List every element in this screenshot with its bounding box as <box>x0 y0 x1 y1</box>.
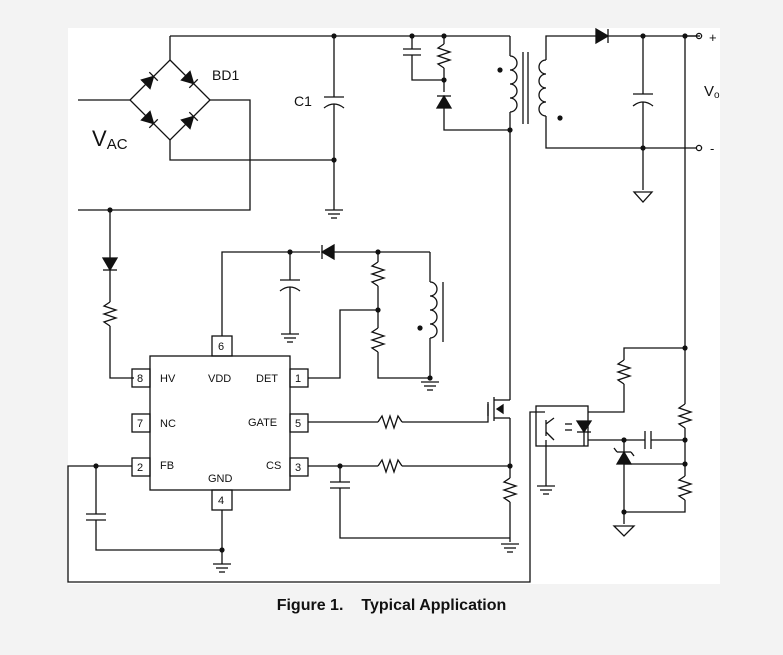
current-sense-network <box>308 457 520 553</box>
pin-7-number: 7 <box>137 418 143 430</box>
output-plus-label: + <box>709 30 717 45</box>
bd1-label: BD1 <box>212 67 239 83</box>
pin-1-name: DET <box>256 373 278 385</box>
pin-6-name: VDD <box>208 373 231 385</box>
pin-4-number: 4 <box>218 495 224 507</box>
pin-7-name: NC <box>160 418 176 430</box>
vac-main: V <box>92 126 107 151</box>
flyback-transformer <box>509 35 700 388</box>
figure-title: Typical Application <box>361 597 507 614</box>
pin-8-number: 8 <box>137 373 143 385</box>
bridge-rectifier-bd1 <box>129 59 211 141</box>
figure-number: Figure 1. <box>276 597 344 614</box>
gate-drive-and-mosfet <box>308 388 511 478</box>
pin-2-number: 2 <box>137 462 143 474</box>
c1-label: C1 <box>294 93 312 109</box>
pin-3-number: 3 <box>295 462 301 474</box>
vo-label: Vo <box>704 83 720 101</box>
junction-dots <box>93 33 688 553</box>
pin-8-name: HV <box>160 373 176 385</box>
pin-2-name: FB <box>160 460 174 472</box>
figure-caption: Figure 1. Typical Application <box>0 597 783 615</box>
pin-3-name: CS <box>266 460 281 472</box>
pin-6-number: 6 <box>218 341 224 353</box>
pin-5-number: 5 <box>295 418 301 430</box>
output-minus-label: - <box>710 141 714 156</box>
vo-subscript: o <box>714 90 720 101</box>
capacitor-c1 <box>323 36 345 219</box>
vdd-supply-network <box>221 243 444 391</box>
vo-main: V <box>704 83 714 100</box>
pin-4-name: GND <box>208 473 233 485</box>
pin-1-number: 1 <box>295 373 301 385</box>
schematic-panel <box>68 28 720 584</box>
output-capacitor <box>632 36 654 203</box>
pin-5-name: GATE <box>248 417 277 429</box>
vac-subscript: AC <box>107 136 128 153</box>
optocoupler-and-regulator <box>535 35 700 537</box>
snubber-clamp <box>403 36 510 131</box>
vac-label: VAC <box>92 126 128 153</box>
feedback-network <box>67 411 545 583</box>
hv-startup-path <box>101 210 134 379</box>
